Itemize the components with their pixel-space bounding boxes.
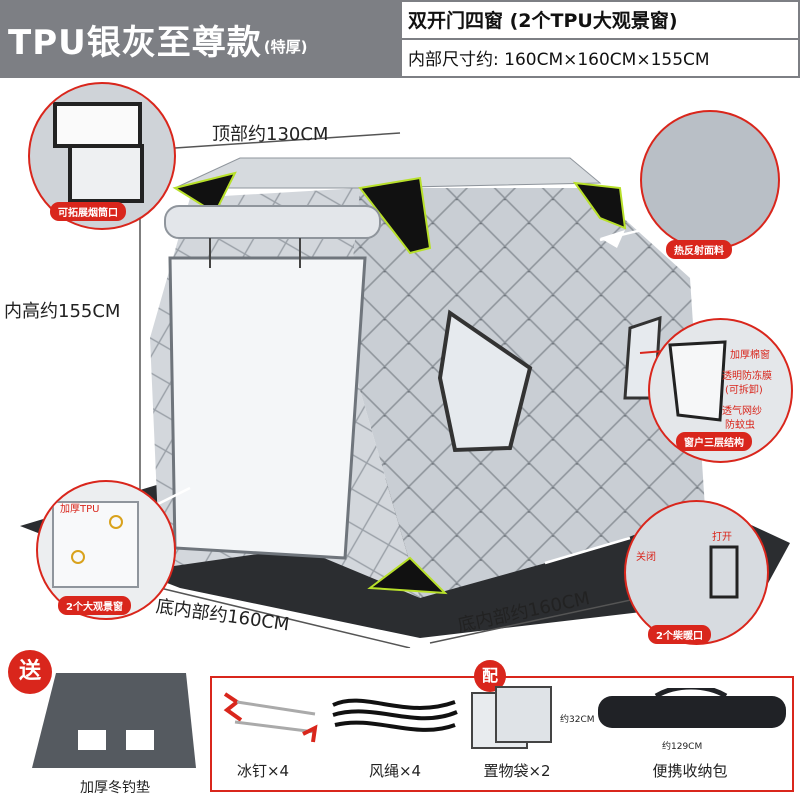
ice-stakes-label: 冰钉×4: [236, 762, 290, 780]
corner-patch-left: [172, 171, 237, 215]
window-layer-3-note: 防蚊虫: [725, 420, 755, 431]
height-dimension-label: 内高约155CM: [4, 301, 121, 322]
top-dimension-line: [174, 132, 401, 149]
fishing-mat-illustration: [32, 673, 196, 768]
view-window-badge: 2个大观景窗: [58, 596, 131, 615]
carry-bag-label: 便携收纳包: [652, 762, 728, 780]
fabric-callout-circle: [640, 110, 780, 250]
wind-rope-illustration: [332, 698, 458, 732]
corner-patch-bottom: [367, 556, 448, 595]
storage-bags-illustration: [471, 686, 552, 749]
storage-bags-label: 置物袋×2: [483, 762, 551, 780]
rolled-door-flap: [164, 205, 381, 239]
carry-bag-size-label: 约129CM: [662, 742, 703, 752]
ice-stakes-illustration: [223, 692, 318, 743]
heater-callout-circle: [624, 500, 769, 645]
window-layer-2-note: (可拆卸): [725, 385, 763, 396]
heater-arrow: [544, 536, 631, 565]
heater-open-label: 打开: [712, 532, 732, 543]
window-layer-2: 透明防冻膜: [722, 371, 772, 382]
tent-roof: [174, 157, 602, 189]
heater-close-label: 关闭: [636, 552, 656, 563]
spec-line-doors-windows: 双开门四窗 (2个TPU大观景窗): [402, 2, 798, 40]
header-spec-box: 双开门四窗 (2个TPU大观景窗) 内部尺寸约: 160CM×160CM×155…: [400, 0, 800, 78]
door-window-tpu: [168, 256, 367, 560]
fabric-arrow: [599, 226, 651, 242]
window-layer-3: 透气网纱: [722, 406, 762, 417]
fishing-mat-label: 加厚冬钓垫: [80, 780, 150, 796]
tent-illustration: [20, 132, 790, 648]
corner-patch-top: [358, 176, 432, 255]
chimney-badge: 可拓展烟筒口: [50, 202, 126, 221]
page-title-suffix: (特厚): [263, 37, 308, 56]
window-layer-1: 加厚棉窗: [730, 350, 770, 361]
gift-badge: 送: [8, 650, 52, 694]
corner-patch-right: [572, 181, 627, 230]
accessories-badge: 配: [474, 660, 506, 692]
fabric-badge: 热反射面料: [666, 240, 732, 259]
carry-bag-illustration: [598, 688, 786, 728]
page-title: TPU银灰至尊款: [8, 22, 262, 63]
spec-line-dimensions: 内部尺寸约: 160CM×160CM×155CM: [408, 50, 710, 70]
bag-size-label: 约32CM: [560, 715, 595, 725]
window-badge: 窗户三层结构: [676, 432, 752, 451]
header-title-bar: TPU银灰至尊款 (特厚): [0, 0, 400, 78]
wind-rope-label: 风绳×4: [368, 762, 422, 780]
heater-badge: 2个柴暖口: [648, 625, 711, 644]
side-window: [437, 309, 533, 453]
view-window-note: 加厚TPU: [60, 504, 100, 515]
top-dimension-label: 顶部约130CM: [212, 124, 329, 145]
